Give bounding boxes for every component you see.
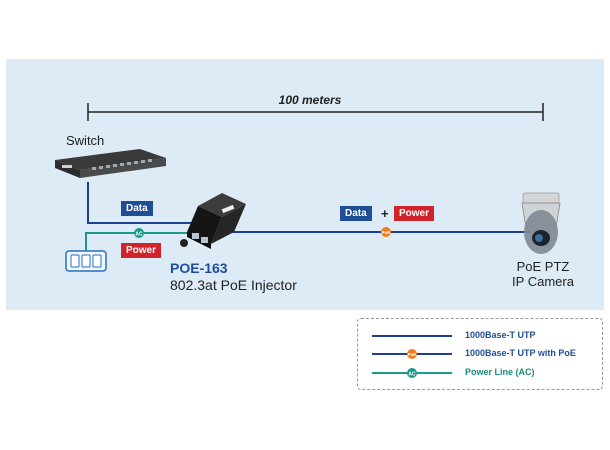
legend-poe-badge	[407, 349, 417, 359]
ac-power-line	[85, 232, 192, 251]
data-tag-right: Data	[340, 206, 372, 221]
poe-badge	[381, 227, 391, 237]
legend-symbols: PoE AC	[372, 335, 452, 378]
ac-badge	[134, 228, 144, 238]
plus-sign: +	[381, 206, 389, 221]
svg-text:AC: AC	[408, 372, 416, 378]
camera-label: PoE PTZ IP Camera	[488, 259, 598, 289]
injector-description: 802.3at PoE Injector	[170, 277, 297, 293]
legend: PoE AC 1000Base-T UTP 1000Base-T UTP wit…	[357, 318, 603, 390]
power-tag-left: Power	[121, 243, 162, 258]
data-tag-left: Data	[121, 201, 153, 216]
injector-model: POE-163	[170, 260, 228, 276]
ac-badge-label: AC	[135, 232, 143, 238]
power-outlet	[65, 250, 107, 272]
distance-label: 100 meters	[278, 93, 342, 107]
poe-injector-device	[180, 193, 246, 249]
legend-ac-badge	[407, 368, 417, 378]
switch-device	[55, 149, 166, 178]
legend-label-poe: 1000Base-T UTP with PoE	[465, 348, 576, 358]
power-tag-right: Power	[394, 206, 435, 221]
distance-indicator	[87, 103, 544, 121]
poe-badge-label: PoE	[382, 230, 391, 235]
camera-label-line2: IP Camera	[512, 274, 574, 289]
legend-label-ac: Power Line (AC)	[465, 367, 535, 377]
legend-label-utp: 1000Base-T UTP	[465, 330, 536, 340]
ptz-camera-device	[521, 192, 561, 254]
svg-text:PoE: PoE	[408, 352, 417, 357]
camera-label-line1: PoE PTZ	[516, 259, 570, 274]
switch-label: Switch	[66, 133, 105, 148]
utp-line	[87, 182, 194, 224]
